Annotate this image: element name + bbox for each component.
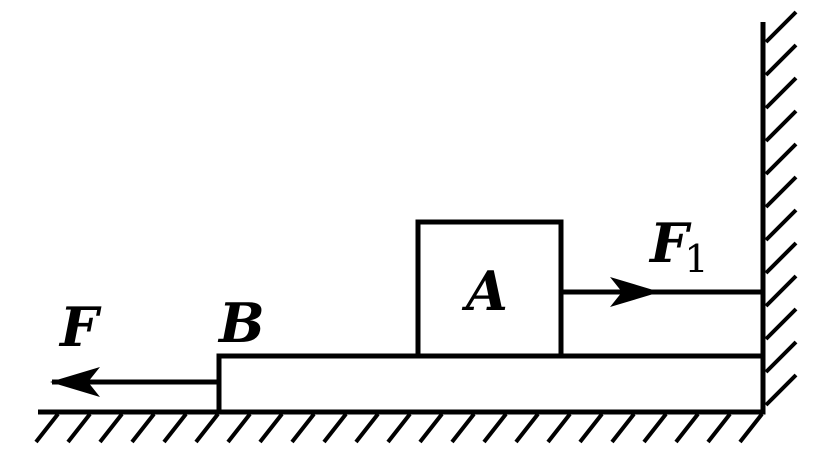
label-f1-sub: 1 [684, 237, 708, 281]
block-a [415, 219, 564, 359]
label-b: B [217, 291, 265, 355]
label-a: A [461, 259, 508, 323]
ground-hatching [34, 412, 764, 444]
label-f: F [58, 295, 102, 359]
label-f1: F1 [648, 211, 709, 281]
block-b [216, 353, 766, 415]
wall-hatching [764, 10, 798, 407]
label-f1-main: F [648, 211, 692, 275]
